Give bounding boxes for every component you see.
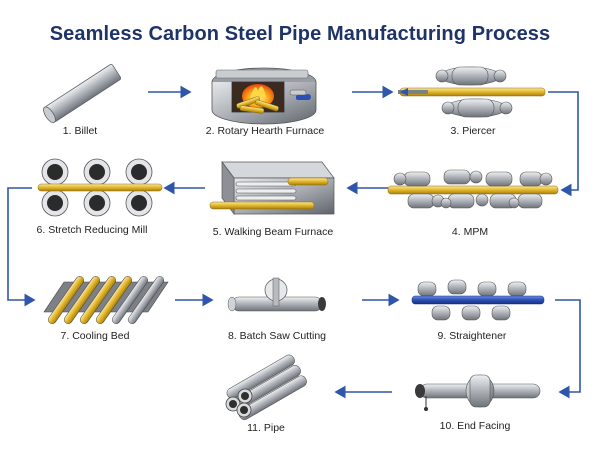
- step-label-walking-beam-furnace: 5. Walking Beam Furnace: [212, 226, 334, 238]
- flow-arrow-9-10: [555, 299, 581, 399]
- piercer-icon: [398, 66, 546, 118]
- stretch-reducing-mill-icon: [37, 158, 163, 217]
- straightener-icon: [411, 279, 545, 321]
- step-label-straightener: 9. Straightener: [437, 330, 507, 342]
- step-label-billet: 1. Billet: [62, 125, 98, 137]
- step-label-pipe: 11. Pipe: [247, 422, 285, 434]
- cooling-bed-icon: [43, 276, 169, 324]
- billet-icon: [43, 64, 122, 124]
- mpm-mill-icon: [387, 169, 559, 209]
- step-label-stretch-reducing-mill: 6. Stretch Reducing Mill: [36, 224, 148, 236]
- flow-arrow-3-4: [548, 91, 579, 197]
- flow-arrow-6-7: [7, 187, 36, 307]
- step-label-end-facing: 10. End Facing: [439, 420, 511, 432]
- end-facing-icon: [415, 374, 541, 411]
- step-label-mpm: 4. MPM: [451, 226, 489, 238]
- step-label-batch-saw-cutting: 8. Batch Saw Cutting: [227, 330, 327, 342]
- step-label-piercer: 3. Piercer: [450, 125, 496, 137]
- diagram-title: Seamless Carbon Steel Pipe Manufacturing…: [49, 23, 551, 45]
- step-label-cooling-bed: 7. Cooling Bed: [60, 330, 130, 342]
- rotary-furnace-icon: [211, 67, 317, 125]
- pipe-bundle-icon: [225, 354, 307, 420]
- step-label-rotary-hearth-furnace: 2. Rotary Hearth Furnace: [205, 125, 325, 137]
- walking-beam-furnace-icon: [209, 160, 335, 216]
- saw-cutting-icon: [227, 277, 326, 312]
